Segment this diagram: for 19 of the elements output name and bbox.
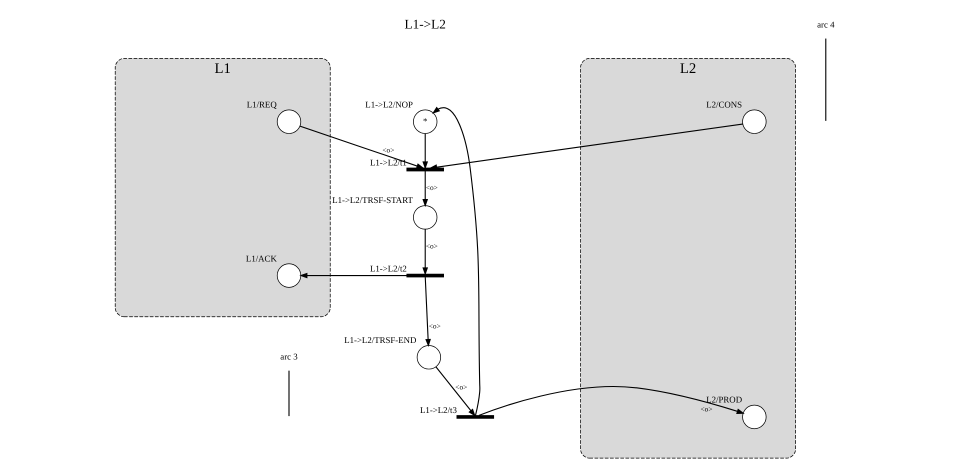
edge-label: <o> — [382, 145, 394, 154]
node-label: L1->L2/t3 — [420, 404, 457, 414]
node-text: arc 4 — [817, 18, 834, 29]
node-label: L2/PROD — [706, 394, 742, 404]
node-label: L2/CONS — [706, 98, 742, 109]
node-label: L1->L2/TRSF-END — [344, 334, 416, 344]
edge-label: <o> — [426, 240, 438, 250]
node-label: L1/ACK — [246, 252, 277, 263]
node-text: arc 3 — [280, 351, 298, 362]
node-label: L1->L2/NOP — [365, 98, 413, 109]
node-label: L1->L2/t1 — [370, 157, 407, 168]
edge-label: <o> — [428, 321, 441, 330]
edge-label: <o> — [455, 382, 468, 392]
edge-label: <o> — [426, 182, 438, 192]
node-label: L1->L2/TRSF-START — [332, 194, 413, 205]
label: L1->L2 — [404, 16, 446, 31]
node-label: L1->L2/t2 — [370, 263, 407, 274]
edge-label: <o> — [700, 404, 713, 413]
node-label: L1/REQ — [246, 98, 277, 109]
